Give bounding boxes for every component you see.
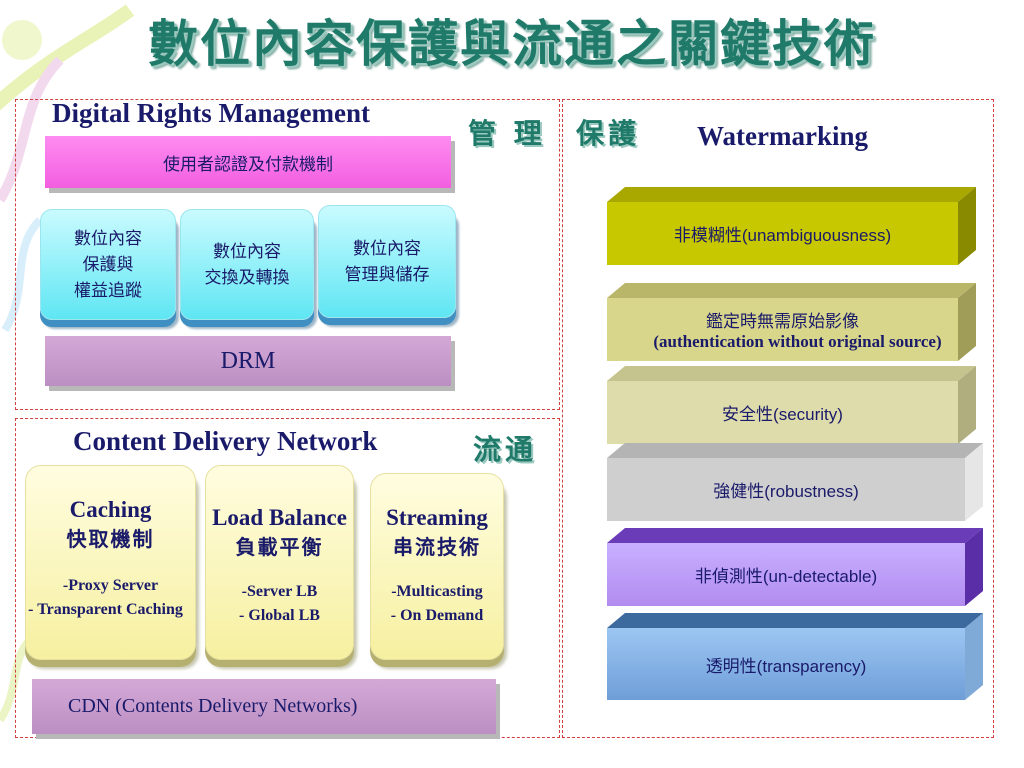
cdn-heading: Content Delivery Network [73,426,378,456]
watermark-layer-undetectable: 非偵測性(un-detectable) [607,528,983,606]
watermark-layer-label: 非偵測性(un-detectable) [694,567,878,586]
drm-box-management: 數位內容 管理與儲存 [318,205,456,318]
drm-box-line: 交換及轉換 [204,267,290,288]
cdn-box-item: -Server LB [241,583,318,600]
cdn-box-item: - On Demand [390,607,484,624]
auth-payment-bar: 使用者認證及付款機制 [45,136,451,188]
cdn-box-cjk: 快取機制 [66,527,155,551]
delivery-label: 流通 [473,433,538,466]
drm-panel [15,99,560,410]
page-title: 數位內容保護與流通之關鍵技術 [148,14,876,73]
watermarking-panel [562,99,994,738]
cdn-panel [15,418,560,738]
cdn-box-load-balance: Load Balance 負載平衡 -Server LB - Global LB [205,465,354,660]
cdn-box-item: - Transparent Caching [28,601,183,618]
watermark-layer-transparency: 透明性(transparency) [607,613,983,700]
watermark-layer-label: 鑑定時無需原始影像 [706,312,859,331]
drm-box-exchange: 數位內容 交換及轉換 [180,209,314,320]
cdn-box-item: - Global LB [239,607,320,624]
cdn-box-cjk: 串流技術 [393,535,481,559]
drm-box-protection: 數位內容 保護與 權益追蹤 [40,209,176,320]
watermark-layer-label: 強健性(robustness) [713,482,859,501]
cdn-box-item: -Multicasting [391,583,483,600]
watermark-layer-security: 安全性(security) [607,366,976,444]
cdn-box-title: Streaming [386,505,488,530]
drm-box-line: 數位內容 [74,228,142,249]
cdn-box-title: Load Balance [212,505,347,530]
watermark-layer-label: 安全性(security) [722,405,843,424]
cdn-box-title: Caching [69,497,152,522]
drm-bar: DRM [45,336,451,386]
drm-box-line: 管理與儲存 [344,264,430,285]
watermark-layer-authentication: 鑑定時無需原始影像 (authentication without origin… [607,283,976,361]
watermark-layer-unambiguousness: 非模糊性(unambiguousness) [607,187,976,265]
watermark-layer-sublabel: (authentication without original source) [653,332,942,351]
watermark-layer-label: 透明性(transparency) [705,656,867,676]
drm-box-line: 數位內容 [213,241,281,262]
drm-heading: Digital Rights Management [52,98,370,128]
drm-box-line: 保護與 [82,254,134,275]
cdn-box-streaming: Streaming 串流技術 -Multicasting - On Demand [370,473,504,660]
cdn-box-caching: Caching 快取機制 -Proxy Server - Transparent… [25,465,196,660]
watermark-layer-robustness: 強健性(robustness) [607,443,983,521]
cdn-bar: CDN (Contents Delivery Networks) [32,679,496,734]
management-label: 管 理 [468,117,546,150]
watermark-layer-label: 非模糊性(unambiguousness) [673,226,892,245]
watermarking-heading: Watermarking [697,121,868,151]
protection-label: 保護 [576,117,641,150]
drm-box-line: 數位內容 [353,238,421,259]
cdn-box-cjk: 負載平衡 [235,535,324,559]
drm-box-line: 權益追蹤 [74,280,142,301]
cdn-box-item: -Proxy Server [62,577,159,594]
